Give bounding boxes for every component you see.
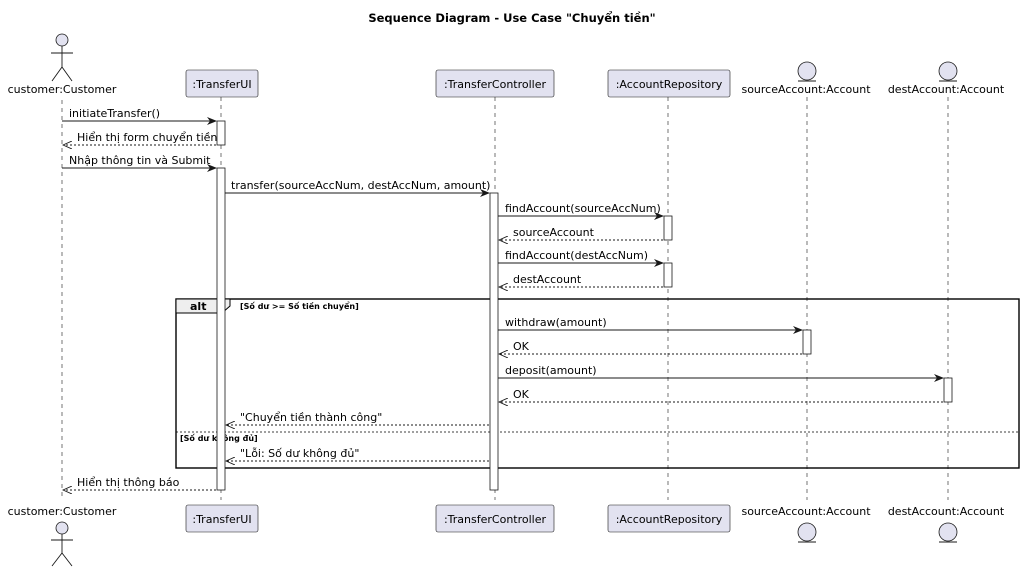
participant-repo-top: :AccountRepository [616, 78, 723, 91]
message-label-6: sourceAccount [513, 226, 595, 239]
participant-ui-top-box [185, 69, 259, 98]
participant-source-top: sourceAccount:Account [741, 83, 871, 96]
message-label-7: findAccount(destAccNum) [505, 249, 648, 262]
participant-controller-bottom-box [435, 504, 555, 533]
participant-dest-top: destAccount:Account [888, 83, 1005, 96]
message-label-8: destAccount [513, 273, 582, 286]
participant-dest-bottom: destAccount:Account [888, 505, 1005, 518]
actor-customer-top [51, 33, 73, 82]
participant-customer-bottom: customer:Customer [8, 505, 117, 518]
participant-ui-top: :TransferUI [192, 78, 251, 91]
entity-dest-top-icon [938, 61, 958, 82]
alt-fragment [175, 298, 1020, 469]
participant-ui-bottom-box [185, 504, 259, 533]
entity-source-top-icon [797, 61, 817, 82]
message-label-9: withdraw(amount) [505, 316, 607, 329]
message-label-10: OK [513, 340, 530, 353]
activation-controller [489, 192, 499, 491]
activation-repo-1 [663, 215, 673, 241]
message-label-3: Nhập thông tin và Submit [69, 154, 211, 167]
activation-dest [943, 377, 953, 403]
participant-repo-top-box [607, 69, 731, 98]
participant-controller-top-box [435, 69, 555, 98]
message-label-4: transfer(sourceAccNum, destAccNum, amoun… [231, 179, 490, 192]
activation-ui-2 [216, 167, 226, 491]
activation-ui-1 [216, 120, 226, 146]
actor-customer-bottom [51, 521, 73, 567]
participant-controller-bottom: :TransferController [444, 513, 547, 526]
participant-repo-bottom-box [607, 504, 731, 533]
message-label-1: initiateTransfer() [69, 107, 160, 120]
message-label-2: Hiển thị form chuyển tiền [77, 131, 217, 144]
alt-keyword: alt [190, 300, 206, 313]
participant-customer-top: customer:Customer [8, 83, 117, 96]
activation-repo-2 [663, 262, 673, 288]
message-label-5: findAccount(sourceAccNum) [505, 202, 661, 215]
message-label-13: "Chuyển tiền thành công" [240, 411, 382, 424]
message-label-11: deposit(amount) [505, 364, 597, 377]
message-label-14: "Lỗi: Số dư không đủ" [240, 447, 359, 460]
participant-source-bottom: sourceAccount:Account [741, 505, 871, 518]
participant-repo-bottom: :AccountRepository [616, 513, 723, 526]
activation-source [802, 329, 812, 355]
message-label-15: Hiển thị thông báo [77, 476, 180, 489]
alt-guard-1: [Số dư >= Số tiền chuyển] [240, 300, 359, 311]
diagram-title: Sequence Diagram - Use Case "Chuyển tiền… [368, 10, 655, 25]
message-label-12: OK [513, 388, 530, 401]
participant-controller-top: :TransferController [444, 78, 547, 91]
entity-source-bottom-icon [797, 522, 817, 543]
entity-dest-bottom-icon [938, 522, 958, 543]
participant-ui-bottom: :TransferUI [192, 513, 251, 526]
